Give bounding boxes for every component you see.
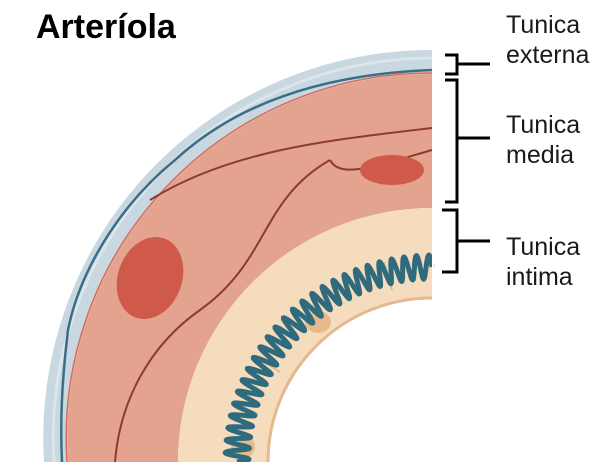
tunica-intima-bracket xyxy=(442,210,490,272)
label-line: externa xyxy=(506,40,589,70)
label-tunica-externa: Tunica externa xyxy=(506,10,589,70)
smooth-muscle-nucleus xyxy=(360,155,424,185)
label-line: Tunica xyxy=(506,232,580,262)
label-tunica-intima: Tunica intima xyxy=(506,232,580,292)
label-tunica-media: Tunica media xyxy=(506,110,580,170)
label-line: media xyxy=(506,140,580,170)
label-line: Tunica xyxy=(506,10,589,40)
diagram-title: Arteríola xyxy=(36,6,176,48)
label-line: Tunica xyxy=(506,110,580,140)
tunica-externa-bracket xyxy=(445,55,490,74)
tunica-media-bracket xyxy=(445,80,490,202)
label-line: intima xyxy=(506,262,580,292)
